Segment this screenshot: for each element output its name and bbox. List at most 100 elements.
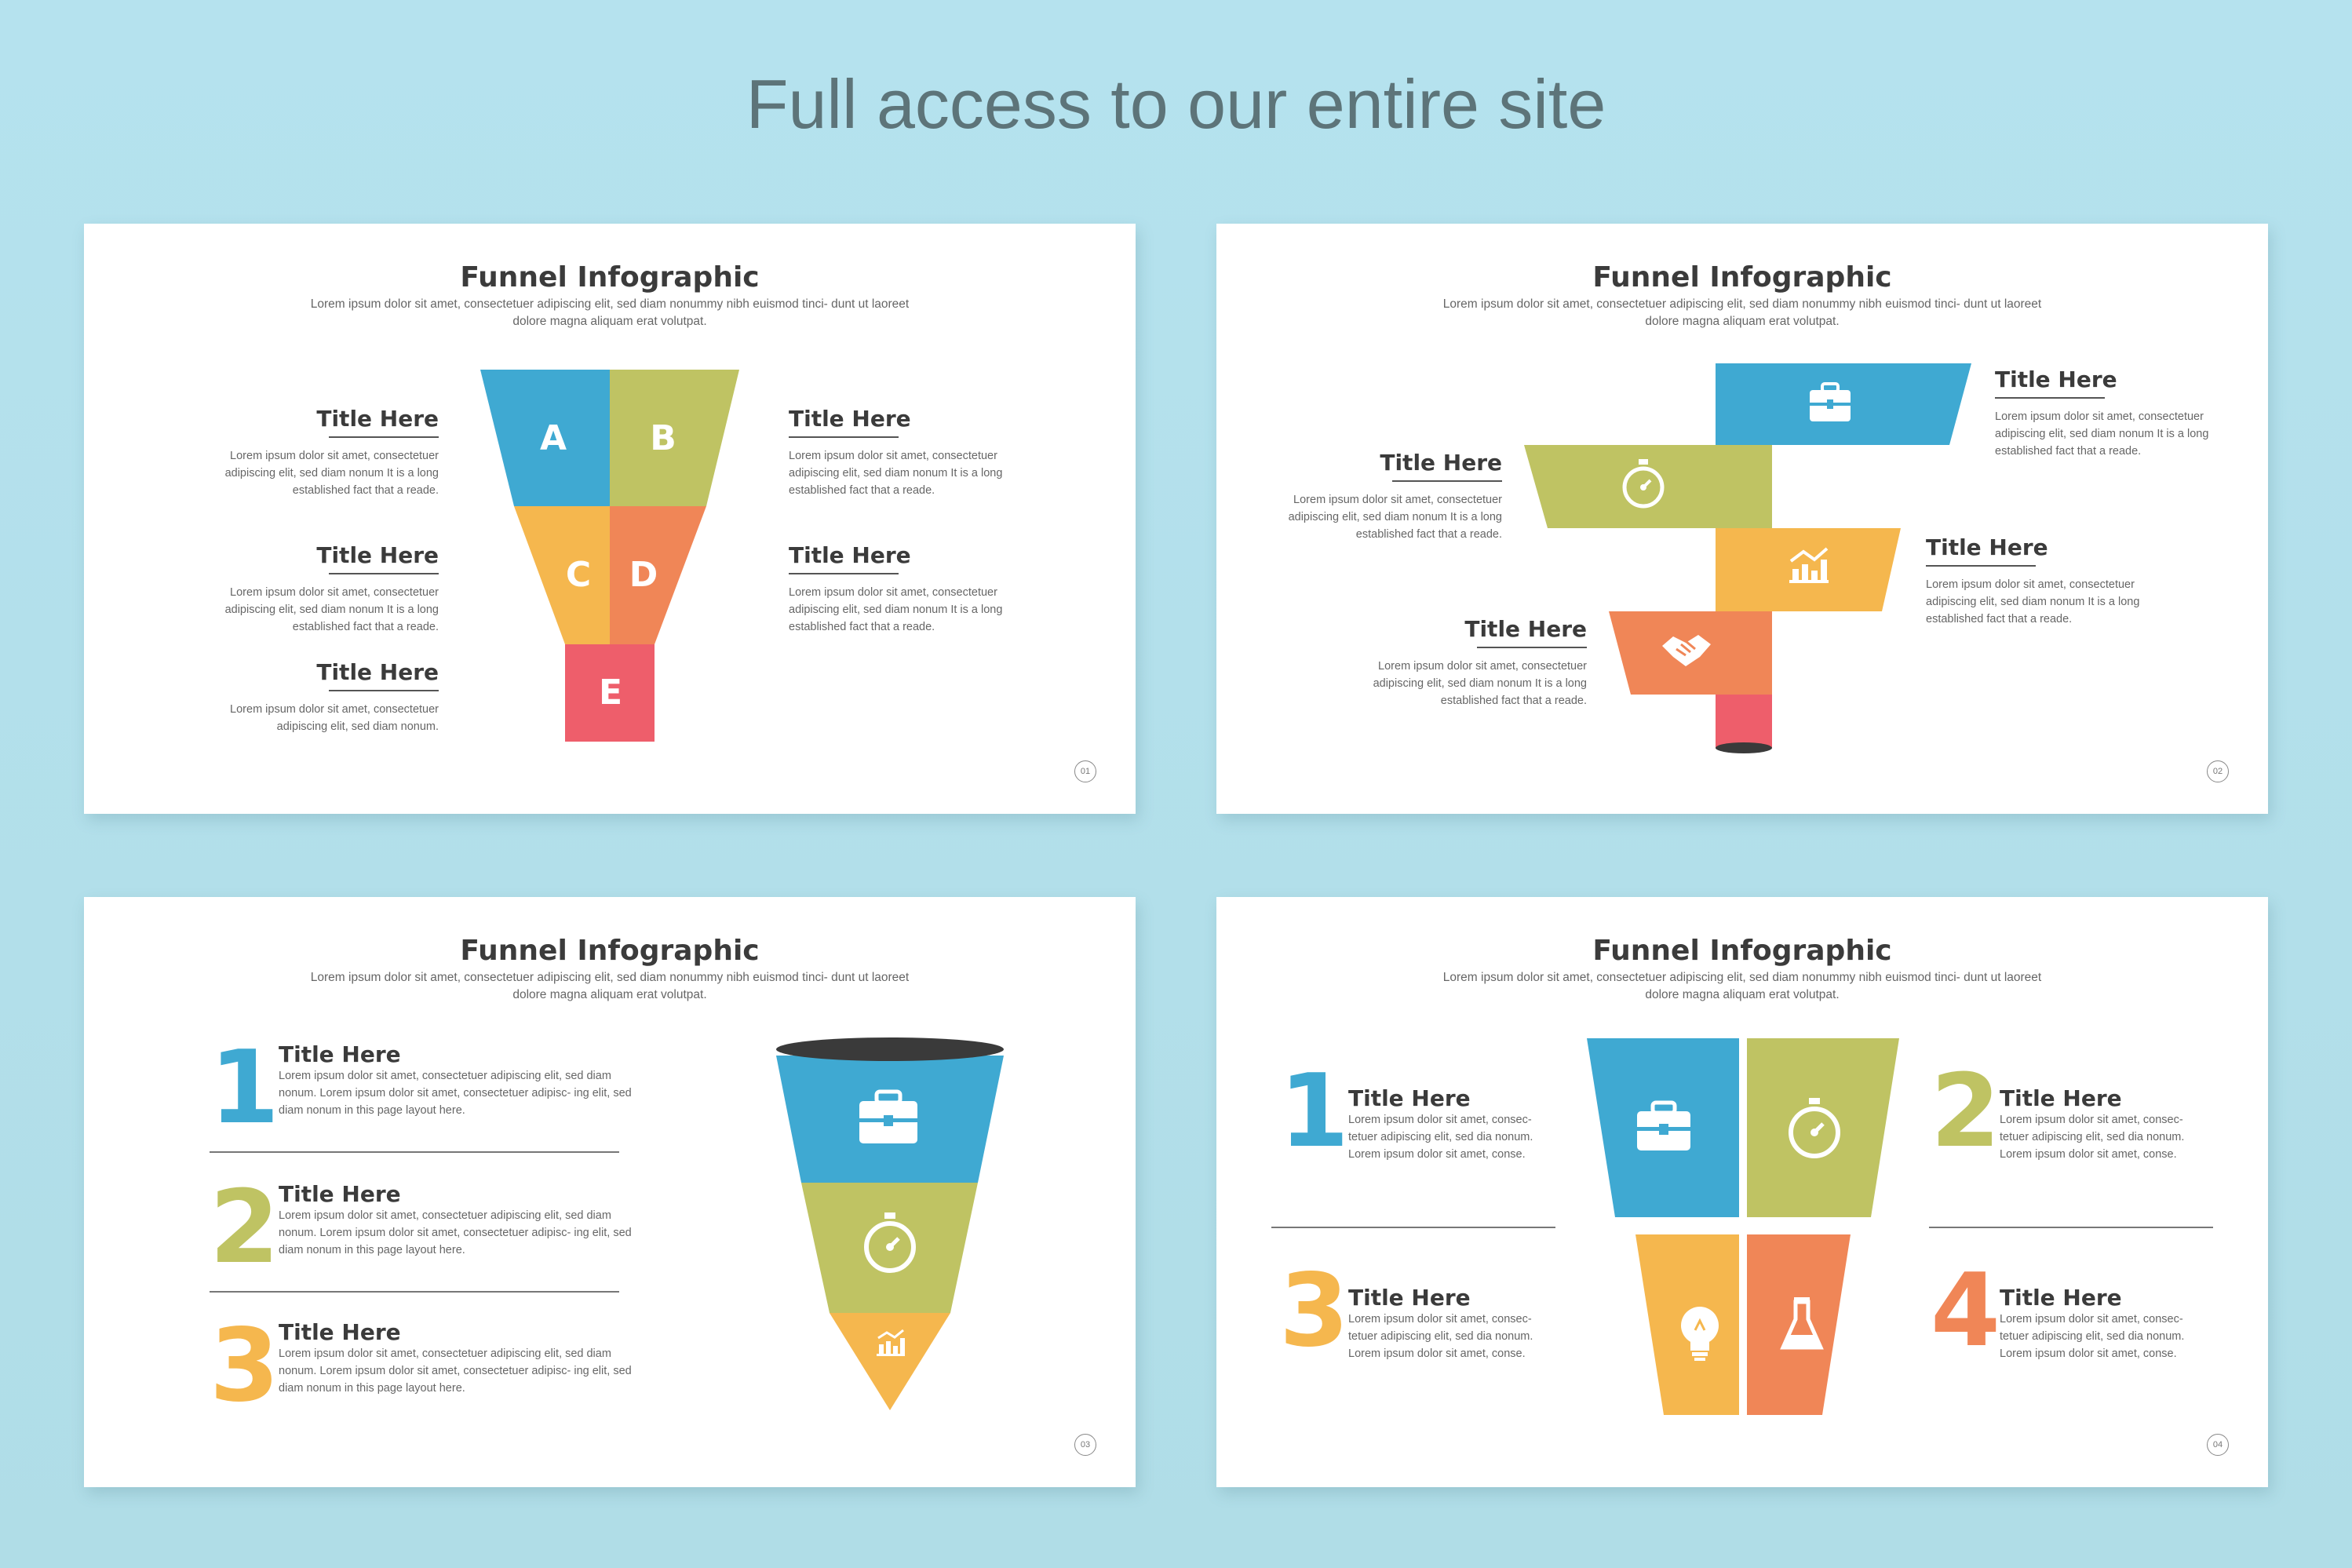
item-title: Title Here <box>1380 450 1502 476</box>
step-number: 4 <box>1931 1253 2001 1369</box>
title-underline <box>329 573 439 574</box>
item-title: Title Here <box>2000 1085 2122 1111</box>
slide-title: Funnel Infographic <box>460 261 760 294</box>
item-title: Title Here <box>1348 1285 1471 1311</box>
item-title: Title Here <box>316 406 439 432</box>
letter-e: E <box>599 673 622 713</box>
item-desc: Lorem ipsum dolor sit amet, consectetuer… <box>1995 410 2209 458</box>
funnel-stem <box>1716 695 1772 748</box>
text-block: Title Here Lorem ipsum dolor sit amet, c… <box>279 1319 632 1397</box>
title-underline <box>1392 480 1502 482</box>
item-title: Title Here <box>279 1319 401 1345</box>
title-underline <box>1477 647 1587 648</box>
slide-1: Funnel Infographic Lorem ipsum dolor sit… <box>84 224 1136 814</box>
funnel-segment-4 <box>1747 1234 1851 1415</box>
item-desc: Lorem ipsum dolor sit amet, consectetuer… <box>1288 494 1502 541</box>
item-title: Title Here <box>1464 616 1587 642</box>
item-desc: Lorem ipsum dolor sit amet, consectetuer… <box>1926 578 2140 625</box>
text-block: Title Here Lorem ipsum dolor sit amet, c… <box>2000 1085 2212 1163</box>
page-number: 02 <box>2207 760 2229 782</box>
title-underline <box>329 436 439 438</box>
item-title: Title Here <box>279 1041 401 1067</box>
item-desc: Lorem ipsum dolor sit amet, consectetuer… <box>224 450 439 497</box>
divider <box>1929 1227 2213 1228</box>
step-number: 2 <box>210 1169 280 1286</box>
funnel-segment-e <box>565 644 655 742</box>
text-block: Title Here Lorem ipsum dolor sit amet, c… <box>2000 1285 2212 1362</box>
funnel-cone <box>776 1037 1004 1410</box>
slide-title: Funnel Infographic <box>1592 935 1892 967</box>
lightbulb-icon <box>1681 1307 1719 1361</box>
slide-4: Funnel Infographic Lorem ipsum dolor sit… <box>1216 897 2268 1487</box>
stopwatch-icon <box>1789 1098 1840 1158</box>
slide-subtitle: Lorem ipsum dolor sit amet, consectetuer… <box>310 297 910 328</box>
funnel-steps <box>1524 363 1971 753</box>
step-number: 1 <box>1279 1053 1350 1170</box>
title-underline <box>1926 565 2036 567</box>
page-headline: Full access to our entire site <box>746 65 1606 143</box>
item-title: Title Here <box>316 542 439 568</box>
item-desc: Lorem ipsum dolor sit amet, consec- tetu… <box>1348 1114 1533 1161</box>
text-block: Title Here Lorem ipsum dolor sit amet, c… <box>1356 616 1587 709</box>
item-desc: Lorem ipsum dolor sit amet, consectetuer… <box>230 703 439 733</box>
text-block: Title Here Lorem ipsum dolor sit amet, c… <box>1348 1285 1560 1362</box>
slide-2: Funnel Infographic Lorem ipsum dolor sit… <box>1216 224 2268 814</box>
item-title: Title Here <box>789 406 911 432</box>
stem-base <box>1716 742 1772 753</box>
cone-segment-yellow <box>830 1313 950 1410</box>
item-title: Title Here <box>1995 366 2117 392</box>
page-number: 03 <box>1074 1434 1096 1456</box>
text-block: Title Here Lorem ipsum dolor sit amet, c… <box>789 542 1026 636</box>
page-number: 04 <box>2207 1434 2229 1456</box>
funnel-abcde: A B C D E <box>480 370 739 742</box>
chart-icon <box>877 1329 905 1356</box>
item-desc: Lorem ipsum dolor sit amet, consec- tetu… <box>2000 1313 2185 1360</box>
slide-subtitle: Lorem ipsum dolor sit amet, consectetuer… <box>1442 297 2042 328</box>
funnel-segment-c <box>514 506 610 644</box>
divider <box>210 1291 619 1293</box>
funnel-segment-a <box>480 370 610 506</box>
item-desc: Lorem ipsum dolor sit amet, consectetuer… <box>279 1070 632 1117</box>
step-number: 3 <box>210 1307 280 1424</box>
title-underline <box>1995 397 2105 399</box>
item-desc: Lorem ipsum dolor sit amet, consectetuer… <box>279 1209 632 1256</box>
slide-title: Funnel Infographic <box>1592 261 1892 294</box>
step-number: 3 <box>1279 1253 1350 1369</box>
item-title: Title Here <box>279 1181 401 1207</box>
item-desc: Lorem ipsum dolor sit amet, consectetuer… <box>1373 660 1587 707</box>
text-block: Title Here Lorem ipsum dolor sit amet, c… <box>1995 366 2230 460</box>
item-title: Title Here <box>2000 1285 2122 1311</box>
funnel-segment-2 <box>1747 1038 1899 1217</box>
step-number: 2 <box>1931 1053 2001 1170</box>
flask-icon <box>1780 1297 1824 1350</box>
divider <box>210 1151 619 1153</box>
item-title: Title Here <box>316 659 439 685</box>
text-block: Title Here Lorem ipsum dolor sit amet, c… <box>1348 1085 1560 1163</box>
item-title: Title Here <box>1348 1085 1471 1111</box>
slide-3: Funnel Infographic Lorem ipsum dolor sit… <box>84 897 1136 1487</box>
step-number: 1 <box>210 1030 280 1147</box>
item-desc: Lorem ipsum dolor sit amet, consectetuer… <box>279 1347 632 1395</box>
divider <box>1271 1227 1555 1228</box>
funnel-segment-d <box>610 506 706 644</box>
text-block: Title Here Lorem ipsum dolor sit amet, c… <box>202 542 439 636</box>
stopwatch-icon <box>864 1212 916 1273</box>
letter-a: A <box>540 418 567 458</box>
funnel-segment-b <box>610 370 739 506</box>
text-block: Title Here Lorem ipsum dolor sit amet, c… <box>279 1041 632 1119</box>
stopwatch-icon <box>1622 459 1665 509</box>
funnel-four <box>1587 1038 1899 1415</box>
slide-subtitle: Lorem ipsum dolor sit amet, consectetuer… <box>1442 971 2042 1001</box>
text-block: Title Here Lorem ipsum dolor sit amet, c… <box>279 1181 632 1259</box>
letter-b: B <box>650 418 676 458</box>
item-title: Title Here <box>1926 534 2048 560</box>
item-desc: Lorem ipsum dolor sit amet, consec- tetu… <box>1348 1313 1533 1360</box>
title-underline <box>789 573 899 574</box>
briefcase-icon <box>1637 1100 1690 1150</box>
handshake-icon <box>1662 635 1711 666</box>
item-desc: Lorem ipsum dolor sit amet, consec- tetu… <box>2000 1114 2185 1161</box>
slide-subtitle: Lorem ipsum dolor sit amet, consectetuer… <box>310 971 910 1001</box>
title-underline <box>329 690 439 691</box>
letter-c: C <box>566 555 591 595</box>
title-underline <box>789 436 899 438</box>
